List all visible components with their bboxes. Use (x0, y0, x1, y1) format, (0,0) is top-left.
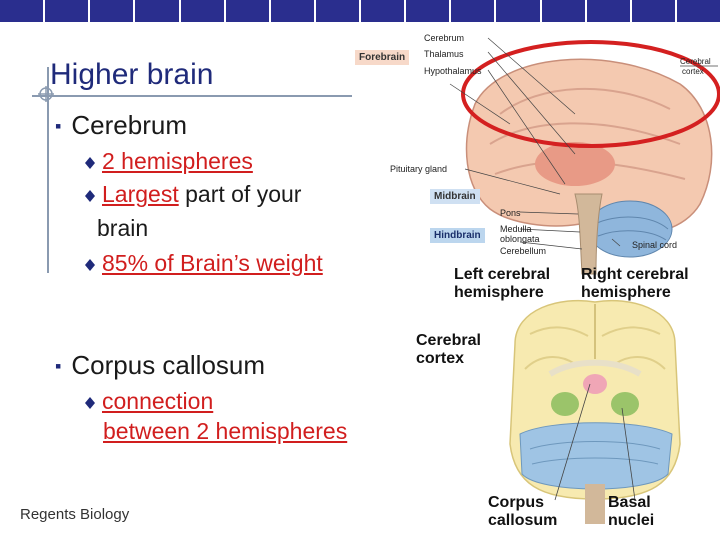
label-right-hemisphere-1: Right cerebral (581, 266, 689, 283)
label-cerebrum: Cerebrum (424, 33, 465, 43)
bullet-corpus-callosum: ▪ Corpus callosum (55, 350, 265, 381)
square-bullet-icon: ▪ (55, 116, 62, 136)
sub-bullet-weight: 85% of Brain’s weight (84, 250, 323, 277)
bullet-text: Corpus callosum (71, 350, 266, 380)
bullet-cerebrum: ▪ Cerebrum (55, 110, 187, 141)
slide-title: Higher brain (50, 58, 214, 91)
sub-bullet-hemispheres: 2 hemispheres (84, 148, 253, 175)
brain-figure: Forebrain Cerebrum Thalamus Hypothalamus… (350, 24, 720, 540)
label-cortex-small-1: Cerebral (680, 57, 711, 66)
label-thalamus: Thalamus (424, 49, 464, 59)
brain-illustration (449, 37, 720, 524)
decor-horizontal-line (32, 95, 352, 97)
diamond-bullet-icon (85, 396, 95, 409)
label-pons: Pons (500, 208, 521, 218)
label-cerebral-cortex-1: Cerebral (416, 332, 481, 349)
label-cerebellum: Cerebellum (500, 246, 547, 256)
label-cortex-small-2: cortex (682, 67, 704, 76)
sub-bullet-text: 85% of Brain’s weight (102, 250, 323, 276)
sub-bullet-connection: connection (84, 388, 213, 415)
sub-bullet-largest: Largest part of your (84, 181, 301, 208)
footer-text: Regents Biology (20, 506, 130, 523)
hindbrain-tag: Hindbrain (430, 228, 485, 243)
top-bar (0, 0, 720, 22)
label-corpus-1: Corpus (488, 494, 544, 511)
crosshair-icon (38, 86, 54, 102)
label-pituitary: Pituitary gland (390, 164, 448, 174)
square-bullet-icon: ▪ (55, 356, 62, 376)
diamond-bullet-icon (85, 189, 95, 202)
bullet-text: Cerebrum (71, 110, 187, 140)
label-left-hemisphere-1: Left cerebral (454, 266, 551, 283)
label-basal-1: Basal (608, 494, 651, 511)
sub-bullet-largest-line2: brain (97, 215, 149, 241)
label-basal-2: nuclei (608, 512, 655, 529)
sub-bullet-text: part of your (178, 181, 302, 207)
label-left-hemisphere-2: hemisphere (454, 284, 544, 301)
midbrain-tag: Midbrain (430, 189, 480, 204)
forebrain-tag: Forebrain (355, 50, 410, 65)
diamond-bullet-icon (85, 258, 95, 271)
label-corpus-2: callosum (488, 512, 558, 529)
sub-bullet-connection-line2: between 2 hemispheres (103, 418, 348, 444)
label-right-hemisphere-2: hemisphere (581, 284, 671, 301)
label-cerebral-cortex-2: cortex (416, 350, 465, 367)
sub-bullet-text: connection (102, 388, 214, 414)
decor-vertical-line (47, 67, 49, 273)
label-hypothalamus: Hypothalamus (424, 66, 482, 76)
label-medulla-1: Medulla (500, 224, 532, 234)
label-spinal-cord: Spinal cord (632, 240, 678, 250)
sub-bullet-highlight: Largest (102, 181, 179, 207)
sub-bullet-text: 2 hemispheres (102, 148, 253, 174)
label-medulla-2: oblongata (500, 234, 540, 244)
diamond-bullet-icon (85, 156, 95, 169)
